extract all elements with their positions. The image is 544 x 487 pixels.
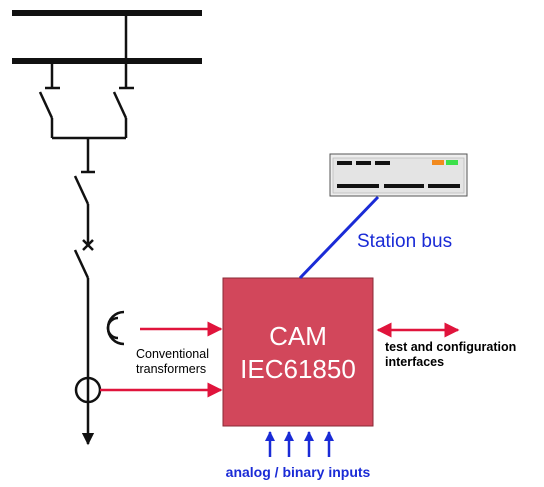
busbar-top (12, 10, 202, 16)
station-bus-label: Station bus (357, 231, 452, 252)
cam-title: CAM (269, 321, 327, 351)
cam-subtitle: IEC61850 (240, 354, 356, 384)
station-bus-line (298, 195, 380, 280)
disconnector-right (112, 64, 134, 138)
current-transformer-icon (106, 310, 125, 346)
test-interface-label-2: interfaces (385, 355, 444, 369)
cam-block (222, 277, 374, 427)
disconnector-left (38, 64, 60, 138)
busbar-bottom (12, 58, 202, 64)
conventional-transformers-label-1: Conventional (136, 347, 209, 361)
station-device-icon (329, 153, 468, 197)
test-interface-label-1: test and configuration (385, 340, 516, 354)
feeder-line (73, 138, 95, 446)
input-arrows (265, 431, 334, 457)
inputs-label: analog / binary inputs (226, 464, 371, 480)
conventional-transformers-label-2: transformers (136, 362, 206, 376)
